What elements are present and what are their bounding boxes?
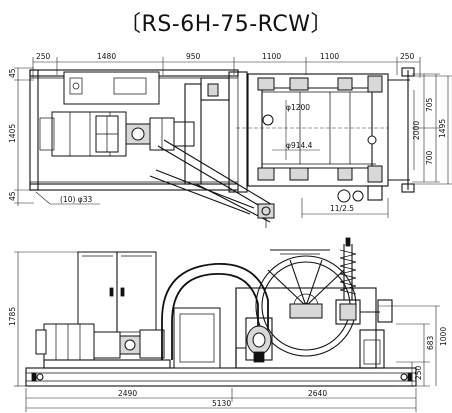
access-door-side [173,307,221,369]
top-view: 250 1480 950 1100 1100 250 45 1405 45 [8,52,452,228]
dim-bottom-5130: 5130 [212,399,231,408]
dim-right-1000: 1000 [439,327,448,346]
label-holes: (10) φ33 [60,195,92,204]
dim-left-1405: 1405 [8,124,17,143]
dim-right-2000: 2000 [412,121,421,140]
dim-bottom-2490: 2490 [118,389,137,398]
label-drum-phi914: φ914.4 [286,141,313,150]
dim-right-683: 683 [426,335,435,350]
label-drum-phi1200: φ1200 [286,103,310,112]
base-frame-side [25,367,417,387]
drum-frame-top [247,73,389,187]
dim-right-700: 700 [425,150,434,165]
dim-right-705: 705 [425,97,434,112]
dim-bottom-2640: 2640 [308,389,327,398]
label-slope: 11/2.5 [330,204,354,213]
dim-top-950: 950 [186,52,201,61]
dim-top-250-right: 250 [400,52,415,61]
dim-right-1495: 1495 [438,119,447,138]
dim-left-45-bottom: 45 [8,191,17,201]
drawing-title: 〔RS-6H-75-RCW〕 [119,12,333,37]
dim-top-1480: 1480 [97,52,116,61]
control-box-top [63,71,160,105]
dim-right-250: 250 [414,365,423,380]
dim-top-250-left: 250 [36,52,51,61]
dim-top-1100-a: 1100 [262,52,281,61]
motor-side [43,323,95,361]
side-view: 1785 [8,237,448,412]
dim-left-45-top: 45 [8,68,17,78]
dim-top-1100-b: 1100 [320,52,339,61]
dim-left-1785: 1785 [8,307,17,326]
